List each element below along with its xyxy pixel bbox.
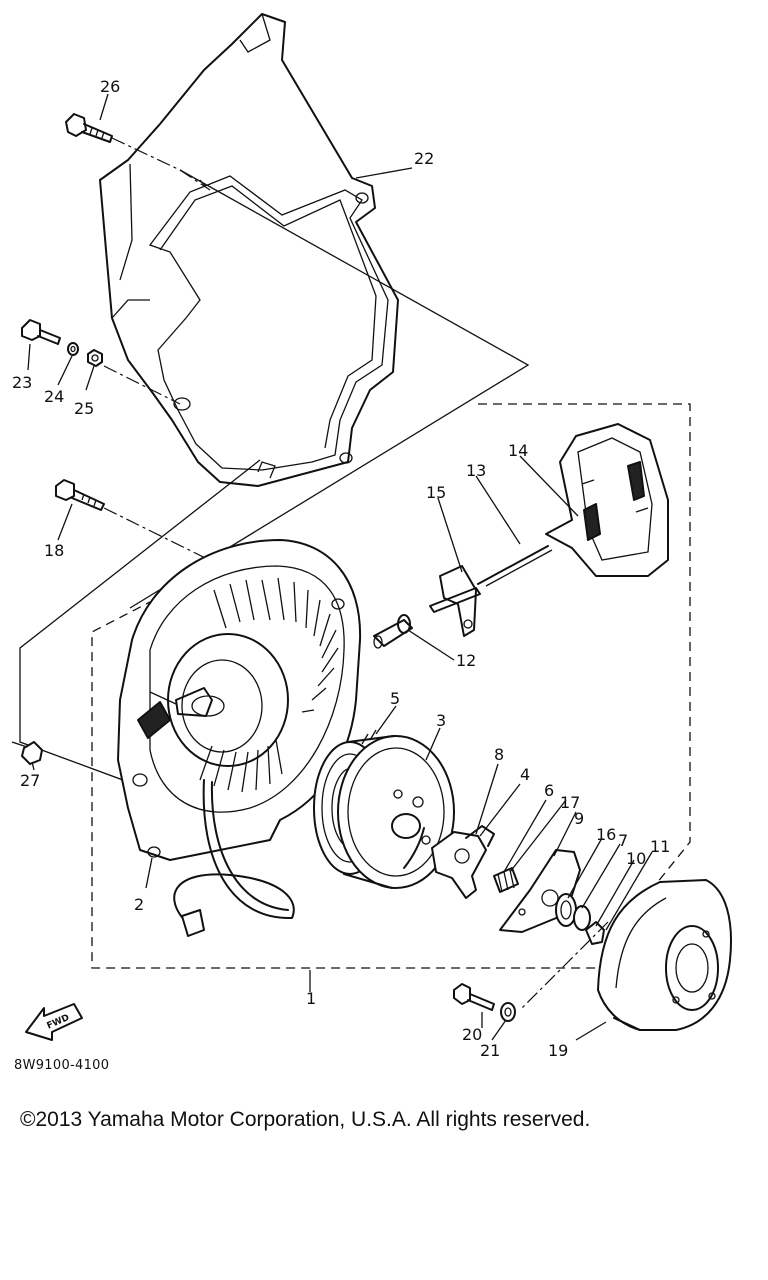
bolt-18 [55, 479, 105, 511]
screw-6 [493, 867, 519, 893]
callout-14: 14 [508, 441, 528, 460]
callout-12: 12 [456, 651, 476, 670]
pulley-axis-line [519, 921, 609, 1011]
callout-2: 2 [134, 895, 144, 914]
rope-guide-15 [429, 565, 481, 637]
callout-15: 15 [426, 483, 446, 502]
nut-25 [87, 349, 103, 367]
callout-22: 22 [414, 149, 434, 168]
callout-8: 8 [494, 745, 504, 764]
callout-9: 9 [574, 809, 584, 828]
washer-24 [67, 342, 79, 356]
callout-17: 17 [560, 793, 580, 812]
callout-19: 19 [548, 1041, 568, 1060]
callout-7: 7 [618, 831, 628, 850]
callout-24: 24 [44, 387, 64, 406]
callout-23: 23 [12, 373, 32, 392]
leader-lines [27, 93, 653, 1041]
copyright-notice: ©2013 Yamaha Motor Corporation, U.S.A. A… [20, 1108, 591, 1131]
fwd-arrow-icon: FWD [25, 1003, 83, 1041]
callout-6: 6 [544, 781, 554, 800]
nut-27 [21, 741, 43, 765]
nut-10 [585, 921, 605, 945]
callout-27: 27 [20, 771, 40, 790]
washer-21 [500, 1002, 516, 1022]
alignment-line-a [129, 169, 530, 609]
spring-16 [555, 893, 577, 927]
callout-5: 5 [390, 689, 400, 708]
starter-handle-14 [545, 423, 669, 577]
alignment-line-b [19, 459, 261, 791]
parts-23-25-axis-line [103, 365, 181, 405]
callout-10: 10 [626, 849, 646, 868]
callout-25: 25 [74, 399, 94, 418]
bolt-23 [21, 319, 61, 345]
callout-11: 11 [650, 837, 670, 856]
callout-18: 18 [44, 541, 64, 560]
callout-13: 13 [466, 461, 486, 480]
washer-7 [573, 905, 591, 931]
callout-26: 26 [100, 77, 120, 96]
fan-cover-22 [99, 13, 399, 487]
callout-3: 3 [436, 711, 446, 730]
bolt-26 [65, 113, 113, 143]
starter-rope-13 [477, 545, 549, 585]
bolt-20 [453, 983, 495, 1011]
starter-pulley-19 [597, 879, 732, 1031]
exploded-parts-diagram: FWD 26 22 23 24 25 14 [11, 13, 732, 1060]
callout-1: 1 [306, 989, 316, 1008]
callout-21: 21 [480, 1041, 500, 1060]
rope-reel-3 [313, 735, 455, 889]
callout-4: 4 [520, 765, 530, 784]
callout-labels: 26 22 23 24 25 14 13 15 18 12 5 3 8 4 6 … [12, 77, 670, 1060]
callout-16: 16 [596, 825, 616, 844]
shaft-12 [373, 614, 413, 649]
spiral-spring-5 [361, 729, 377, 745]
starter-case-2 [117, 539, 362, 937]
pawl-8 [431, 825, 495, 899]
diagram-code: 8W9100-4100 [14, 1058, 110, 1073]
callout-20: 20 [462, 1025, 482, 1044]
